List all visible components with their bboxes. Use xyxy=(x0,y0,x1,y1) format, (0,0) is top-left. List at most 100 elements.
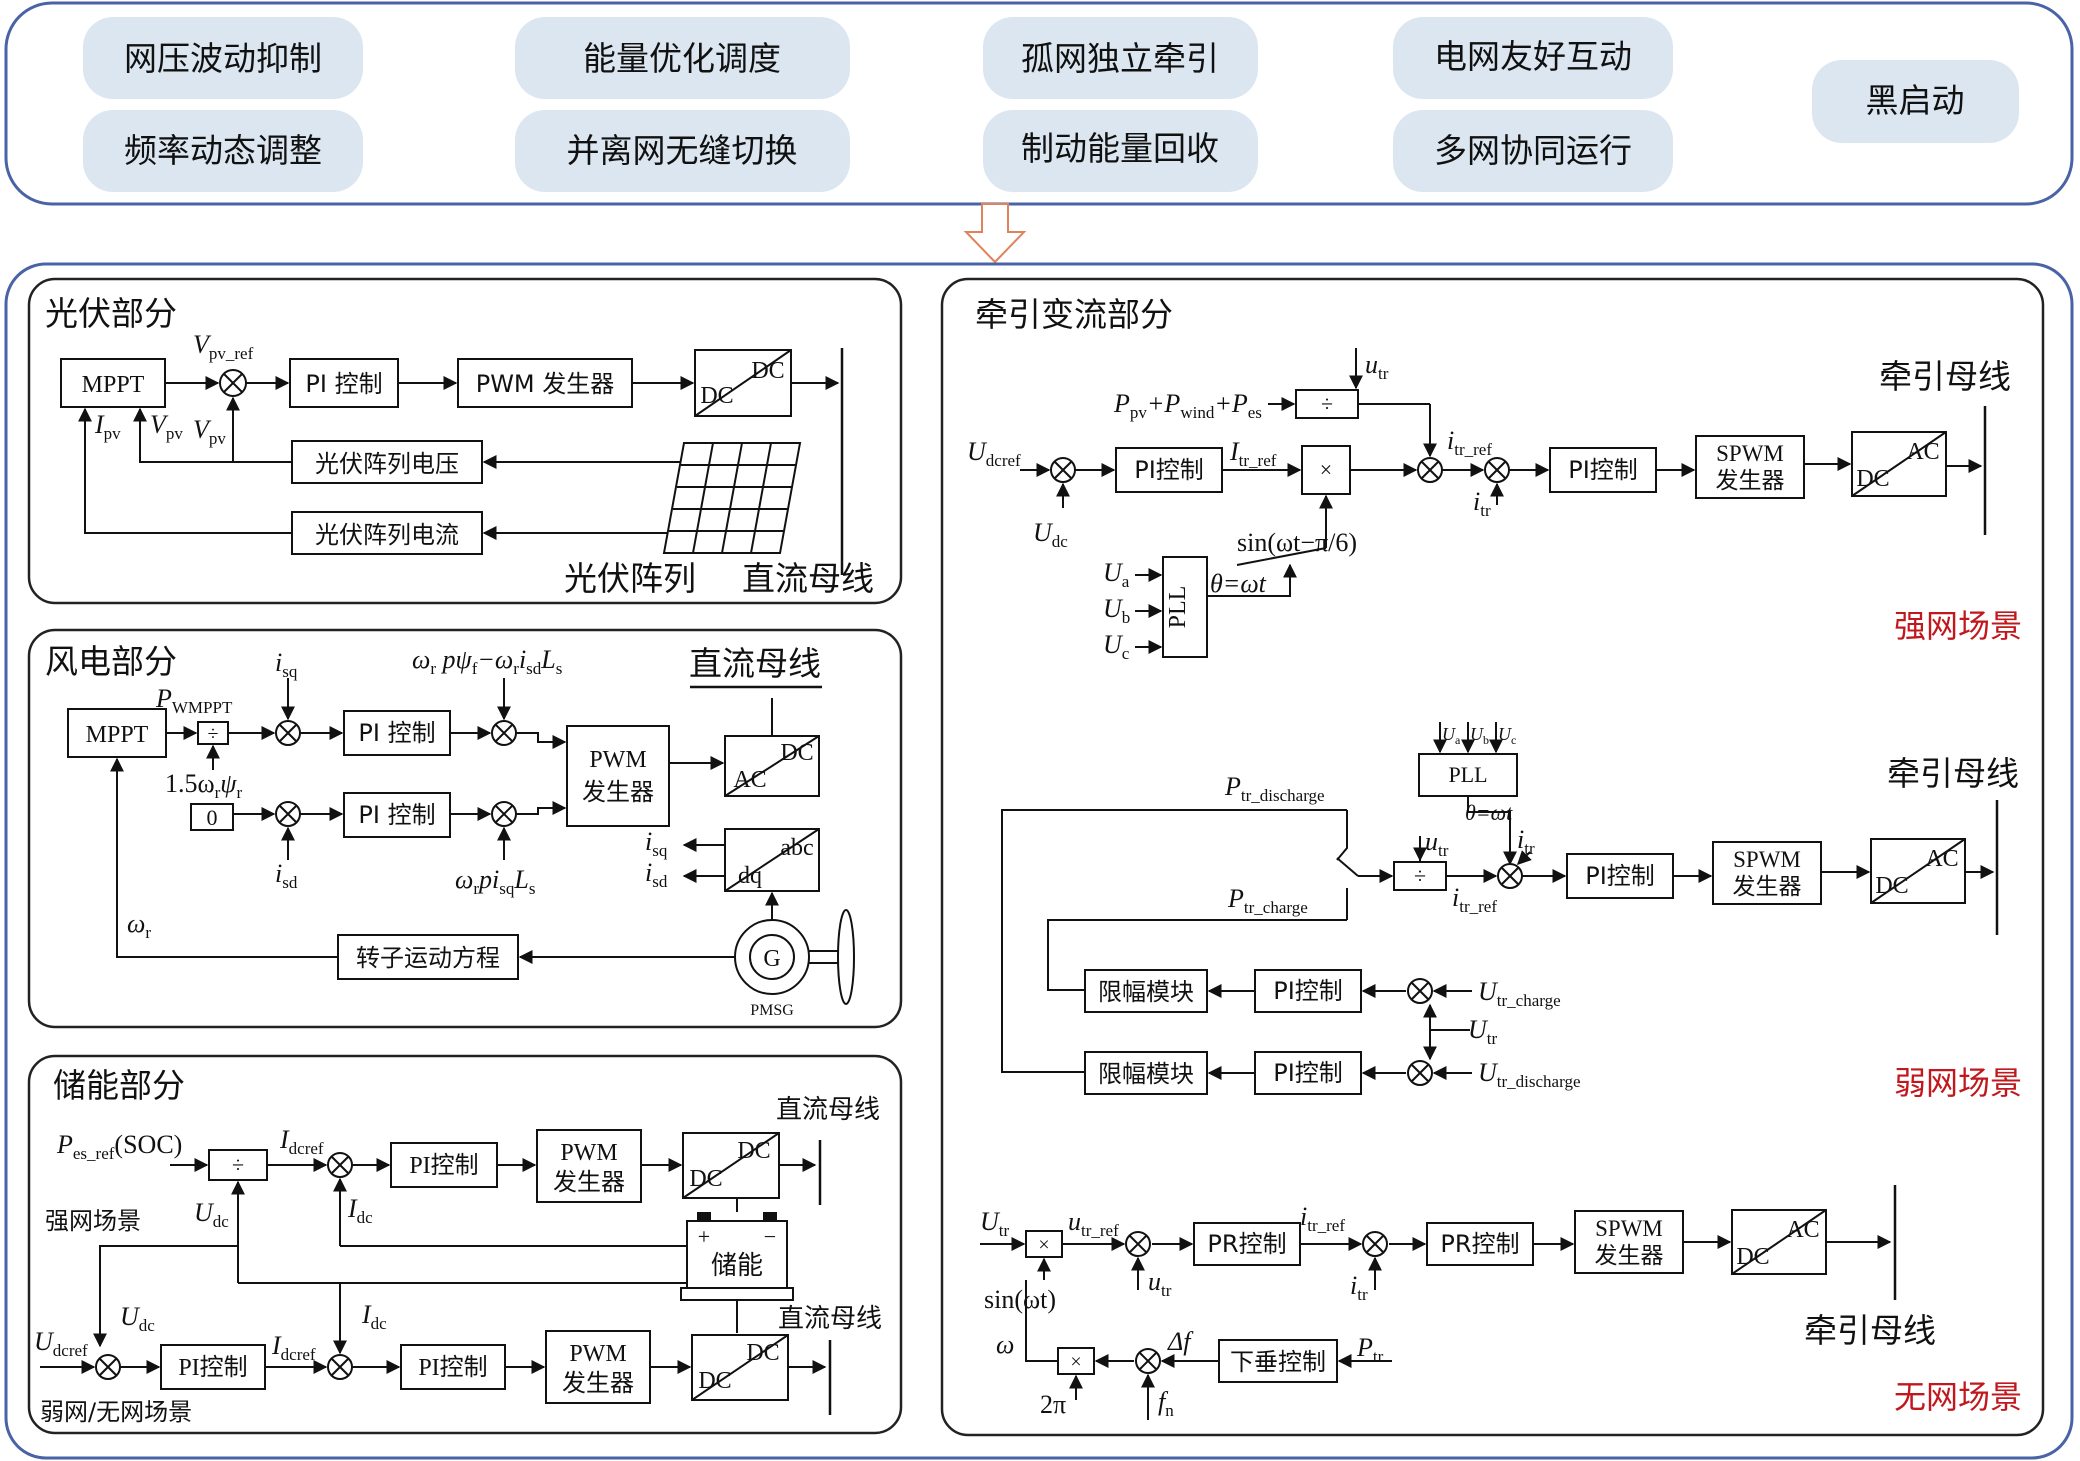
wind-dq-label: dq xyxy=(738,863,762,889)
svg-text:网压波动抑制: 网压波动抑制 xyxy=(124,39,322,78)
trac-off-utrref-label: utr_ref xyxy=(1068,1207,1119,1240)
pv-vpv-label-2: Vpv xyxy=(193,415,226,448)
trac-sum-5 xyxy=(1407,978,1433,1004)
trac-itref-label: Itr_ref xyxy=(1229,437,1277,470)
trac-weak-pi-block-1 xyxy=(1566,853,1674,899)
system-frame xyxy=(4,262,2074,1460)
storage-divider-block xyxy=(208,1149,268,1181)
trac-uc-label: Uc xyxy=(1103,630,1130,663)
pv-array-icon xyxy=(662,442,802,554)
wind-isd-out-label: isd xyxy=(645,858,668,891)
trac-weak-itr-label: itr xyxy=(1517,825,1535,858)
trac-weak-spwm-1: SPWM xyxy=(1733,847,1801,872)
feature-pill-6: 频率动态调整 xyxy=(83,110,363,192)
trac-sin-label: sin(ωt−π/6) xyxy=(1237,528,1357,557)
trac-sum-3 xyxy=(1484,457,1510,483)
svg-text:并离网无缝切换: 并离网无缝切换 xyxy=(567,131,798,170)
feature-pill-2: 能量优化调度 xyxy=(515,17,850,99)
trac-weak-ac-label: AC xyxy=(1925,846,1958,872)
trac-sum-4 xyxy=(1497,863,1523,889)
feature-pill-4: 电网友好互动 xyxy=(1393,17,1673,99)
storage-pwm-block-2 xyxy=(545,1330,651,1404)
trac-udcref-label: Udcref xyxy=(967,437,1021,470)
trac-off-mult-label-1: × xyxy=(1038,1234,1049,1256)
storage-pwm-label-2a: PWM xyxy=(569,1341,626,1367)
storage-dc-in-2: DC xyxy=(698,1368,731,1394)
trac-utrdis-label: Utr_discharge xyxy=(1478,1058,1581,1091)
pv-current-label: 光伏阵列电流 xyxy=(315,521,459,549)
pv-dc-in-label: DC xyxy=(700,383,733,409)
wind-divider-label: ÷ xyxy=(208,723,219,745)
features-frame xyxy=(4,1,2074,206)
trac-weak-bus-label: 牵引母线 xyxy=(1887,754,2019,793)
wind-mppt-label: MPPT xyxy=(86,722,149,748)
trac-off-spwm-2: 发生器 xyxy=(1595,1243,1664,1269)
storage-dc-out-2: DC xyxy=(746,1340,779,1366)
trac-off-scenario-label: 无网场景 xyxy=(1894,1378,2022,1416)
trac-off-utr2-label: utr xyxy=(1148,1267,1172,1300)
trac-strong-mult-label: × xyxy=(1320,457,1332,482)
wind-zero-block xyxy=(190,803,234,831)
wind-abc-label: abc xyxy=(780,835,813,861)
trac-off-mult-block-1 xyxy=(1025,1230,1063,1258)
svg-text:能量优化调度: 能量优化调度 xyxy=(583,39,781,78)
trac-off-bus-label: 牵引母线 xyxy=(1804,1311,1936,1350)
trac-twopi-label: 2π xyxy=(1040,1390,1066,1419)
pv-pwm-label: PWM 发生器 xyxy=(476,370,615,398)
svg-text:−: − xyxy=(764,1224,776,1249)
trac-weak-scenario-label: 弱网场景 xyxy=(1894,1064,2022,1102)
wind-pi-label-2: PI 控制 xyxy=(358,801,435,829)
storage-sum-junction-1 xyxy=(327,1152,353,1178)
feature-pill-7: 并离网无缝切换 xyxy=(515,110,850,192)
trac-utrch-label: Utr_charge xyxy=(1478,977,1561,1010)
wind-wr-label: ωr xyxy=(127,909,151,942)
trac-strong-bus-label: 牵引母线 xyxy=(1879,357,2011,396)
pv-ipv-label: Ipv xyxy=(94,410,121,443)
storage-pi-block-3 xyxy=(400,1344,506,1390)
trac-sum-6 xyxy=(1407,1060,1433,1086)
trac-weak-pi-block-2 xyxy=(1254,969,1362,1013)
storage-pwm-label-2b: 发生器 xyxy=(562,1369,634,1397)
storage-sum-junction-2 xyxy=(95,1354,121,1380)
trac-strong-spwm-block xyxy=(1695,435,1805,499)
trac-itrref-label: itr_ref xyxy=(1447,426,1492,459)
svg-text:制动能量回收: 制动能量回收 xyxy=(1021,129,1219,168)
pv-bus-label: 直流母线 xyxy=(742,559,874,598)
storage-pi-label-3: PI控制 xyxy=(418,1354,487,1381)
storage-bus-label-1: 直流母线 xyxy=(776,1095,880,1125)
trac-sum-1 xyxy=(1050,457,1076,483)
trac-strong-pll-block xyxy=(1162,556,1208,658)
storage-udc-label-1: Udc xyxy=(194,1198,229,1231)
trac-off-sin-label: sin(ωt) xyxy=(984,1285,1056,1314)
trac-weak-ua-label: Ua xyxy=(1442,724,1461,747)
trac-limit-block-2 xyxy=(1084,1051,1208,1095)
trac-droop-label: 下垂控制 xyxy=(1230,1348,1326,1376)
svg-text:孤网独立牵引: 孤网独立牵引 xyxy=(1021,39,1219,78)
svg-text:多网协同运行: 多网协同运行 xyxy=(1434,131,1632,170)
trac-strong-scenario-label: 强网场景 xyxy=(1894,607,2022,645)
storage-divider-label: ÷ xyxy=(232,1152,244,1177)
storage-idc-label-1: Idc xyxy=(347,1194,373,1227)
storage-strong-label: 强网场景 xyxy=(45,1207,141,1235)
trac-weak-spwm-2: 发生器 xyxy=(1733,874,1802,900)
pv-voltage-label: 光伏阵列电压 xyxy=(315,450,459,478)
trac-off-spwm-1: SPWM xyxy=(1595,1216,1663,1241)
trac-pr-label-2: PR控制 xyxy=(1440,1230,1519,1258)
wind-turbine-blade-icon xyxy=(837,909,855,1005)
wind-title: 风电部分 xyxy=(45,642,177,681)
feature-pill-1: 网压波动抑制 xyxy=(83,17,363,99)
pv-vpv-label-1: Vpv xyxy=(150,410,183,443)
storage-pi-block-1 xyxy=(390,1142,498,1188)
wind-pwmppt-label: PWMPPT xyxy=(155,684,233,717)
storage-pwm-label-1b: 发生器 xyxy=(553,1168,625,1196)
svg-text:黑启动: 黑启动 xyxy=(1866,81,1965,120)
storage-udcref-label: Udcref xyxy=(34,1327,88,1360)
pv-dc-out-label: DC xyxy=(751,358,784,384)
trac-sum-2 xyxy=(1417,457,1443,483)
svg-text:G: G xyxy=(763,946,780,972)
trac-df-label: Δf xyxy=(1167,1327,1194,1356)
trac-strong-dc-label: DC xyxy=(1856,466,1889,492)
wind-ac-label: AC xyxy=(733,767,766,793)
trac-limit-block-1 xyxy=(1084,969,1208,1013)
